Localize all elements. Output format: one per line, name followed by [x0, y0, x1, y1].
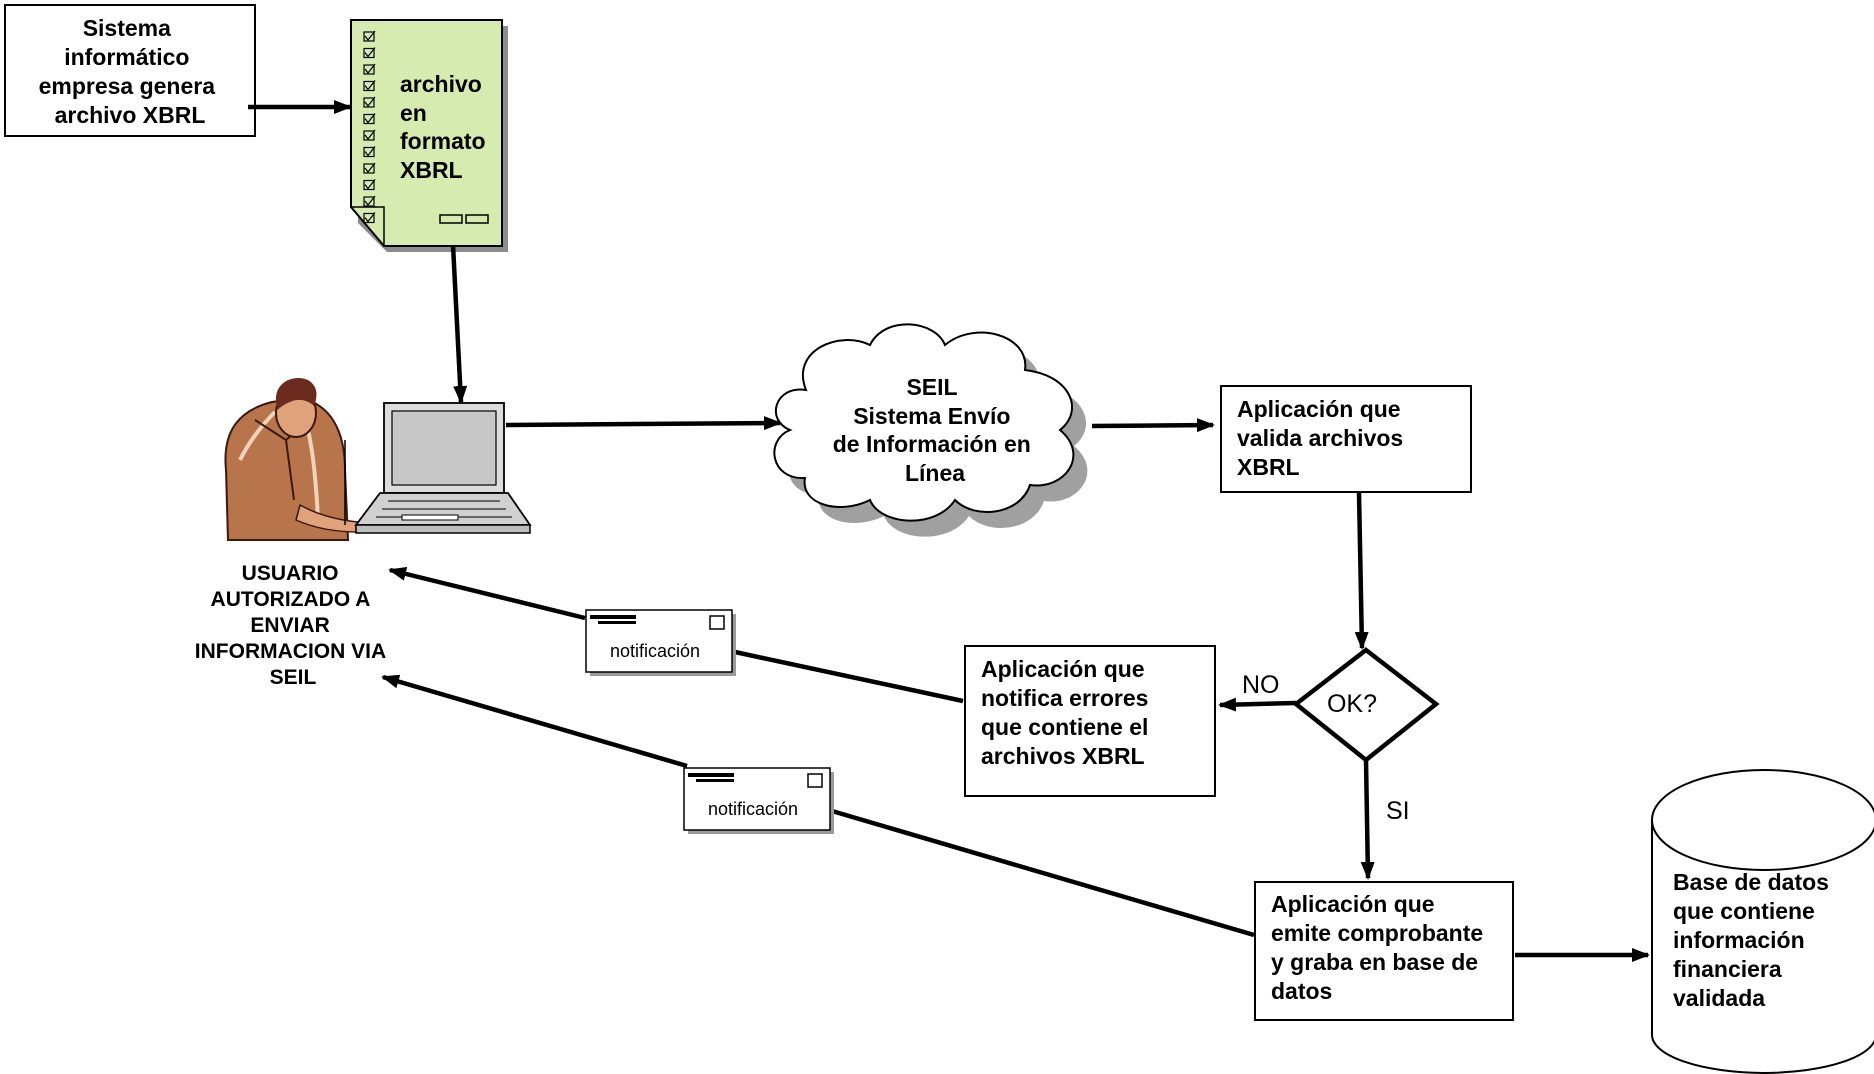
node-valida-text: Aplicación que valida archivos XBRL	[1237, 396, 1410, 480]
checkbox-mark	[363, 179, 375, 191]
line-notifica-to-envelope1	[734, 649, 964, 704]
checkbox-mark	[363, 130, 375, 141]
envelope-label-1: notificación	[610, 641, 700, 661]
check-tick	[364, 30, 376, 41]
checkbox-mark	[363, 97, 375, 108]
node-seil-text: SEIL Sistema Envío de Información en Lín…	[833, 374, 1037, 486]
check-tick	[364, 129, 376, 140]
check-tick	[364, 212, 376, 223]
arrow-envelope2-to-usuario	[381, 674, 688, 769]
node-emite-text: Aplicación que emite comprobante y graba…	[1271, 891, 1490, 1004]
line-emite-to-envelope2	[831, 808, 1255, 938]
node-ok-decision: OK?	[1292, 647, 1440, 763]
envelope-icon: notificación	[683, 767, 834, 834]
check-tick	[364, 80, 376, 91]
check-tick	[364, 146, 376, 157]
database-cylinder	[1651, 769, 1874, 1074]
node-ok-text: OK?	[1327, 690, 1377, 718]
arrow-seil-to-valida	[1091, 418, 1215, 433]
node-sistema-text: Sistema informático empresa genera archi…	[39, 15, 222, 128]
envelope-icon: notificación	[585, 609, 736, 676]
node-archivo-xbrl: archivo en formato XBRL	[350, 19, 508, 252]
node-usuario-text: USUARIO AUTORIZADO A ENVIAR INFORMACION …	[195, 562, 391, 689]
node-aplicacion-emite: Aplicación que emite comprobante y graba…	[1254, 881, 1514, 1021]
check-tick	[364, 96, 376, 107]
envelope-label-2: notificación	[708, 799, 798, 819]
edge-label-si: SI	[1386, 797, 1410, 825]
checkbox-mark	[363, 64, 375, 75]
checkbox-mark	[363, 163, 375, 174]
node-seil-cloud: SEIL Sistema Envío de Información en Lín…	[773, 323, 1088, 537]
node-notifica-text: Aplicación que notifica errores que cont…	[981, 656, 1155, 769]
arrow-ok-si-to-emite	[1360, 759, 1375, 880]
laptop-icon	[354, 402, 532, 534]
check-tick	[364, 179, 376, 190]
person-at-computer-icon	[224, 378, 359, 541]
check-tick	[364, 162, 376, 173]
checkbox-mark	[363, 31, 375, 42]
check-tick	[364, 47, 376, 58]
check-tick	[364, 195, 376, 206]
arrow-valida-to-ok	[1354, 492, 1369, 650]
checkbox-mark	[363, 196, 375, 207]
check-tick	[364, 63, 376, 74]
checkbox-mark	[363, 80, 375, 92]
node-base-de-datos: Base de datos que contiene información f…	[1651, 769, 1874, 1074]
node-sistema-informatico: Sistema informático empresa genera archi…	[4, 4, 256, 137]
checkbox-mark	[363, 113, 375, 125]
arrow-ok-no-to-notifica	[1218, 697, 1297, 712]
check-tick	[364, 113, 376, 124]
checkbox-mark	[363, 212, 375, 224]
checklist-document-icon	[350, 19, 508, 252]
checkbox-mark	[363, 146, 375, 158]
node-base-text: Base de datos que contiene información f…	[1673, 869, 1835, 1011]
node-aplicacion-valida: Aplicación que valida archivos XBRL	[1220, 385, 1472, 493]
arrow-envelope1-to-usuario	[388, 567, 586, 621]
arrow-laptop-to-seil	[505, 416, 782, 431]
checkbox-mark	[363, 47, 375, 59]
node-aplicacion-notifica: Aplicación que notifica errores que cont…	[964, 645, 1216, 797]
arrow-archivo-to-laptop	[450, 244, 468, 404]
edge-label-no: NO	[1242, 671, 1280, 699]
node-archivo-text: archivo en formato XBRL	[400, 71, 492, 183]
